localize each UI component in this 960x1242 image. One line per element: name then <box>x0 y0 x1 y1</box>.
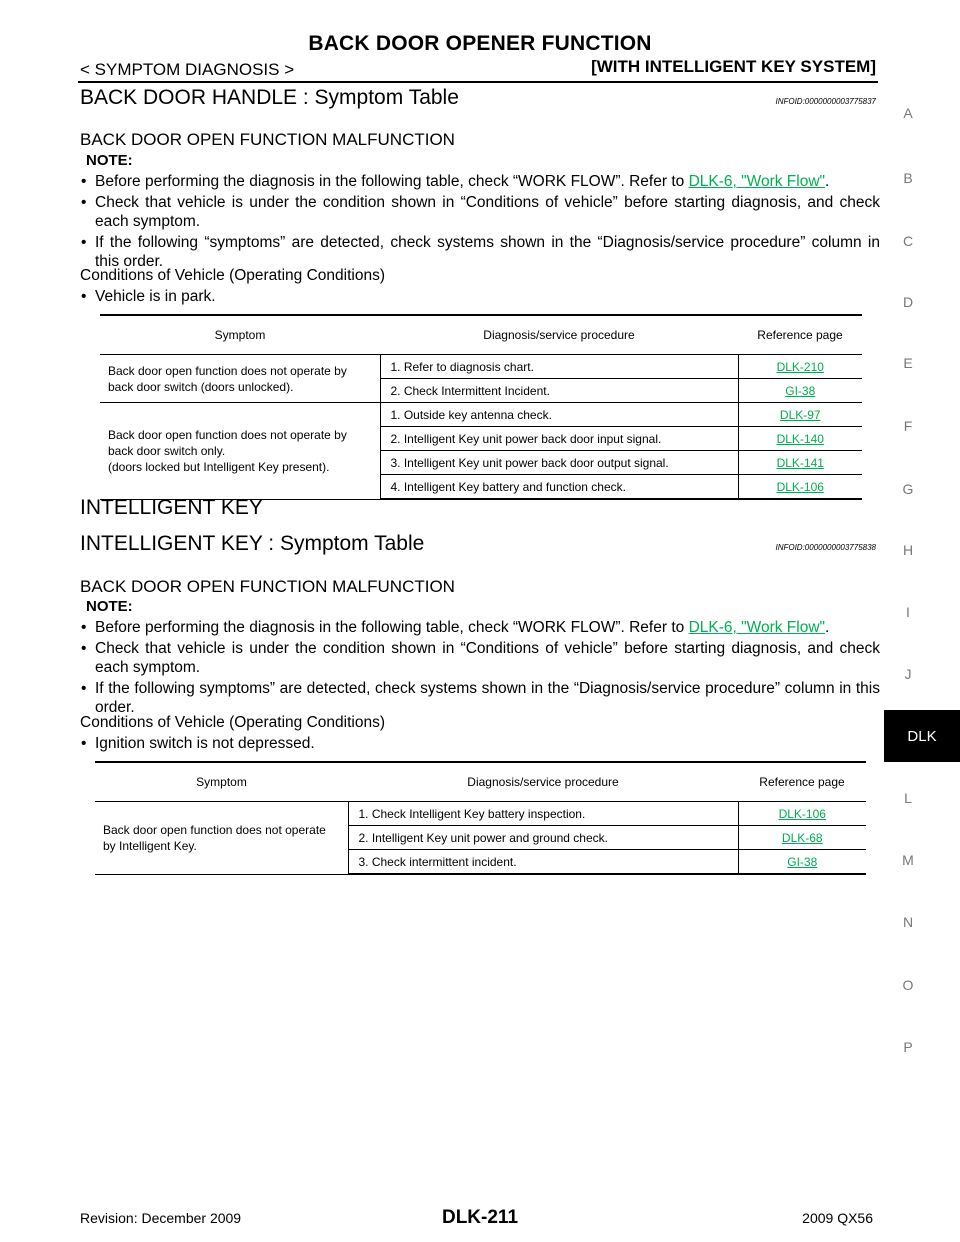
side-index-n[interactable]: N <box>902 914 914 930</box>
section2-title: INTELLIGENT KEY : Symptom Table <box>80 532 425 555</box>
footer-revision: Revision: December 2009 <box>80 1210 242 1226</box>
procedure-cell: 1. Refer to diagnosis chart. <box>380 354 739 379</box>
table-row: 2. Intelligent Key unit power and ground… <box>95 825 866 850</box>
procedure-cell: 2. Check Intermittent Incident. <box>380 378 739 403</box>
table-row: Back door open function does not operate… <box>95 801 866 875</box>
table-row: 2. Intelligent Key unit power back door … <box>100 426 862 451</box>
section2-notes: Before performing the diagnosis in the f… <box>80 618 880 719</box>
page-title: BACK DOOR OPENER FUNCTION <box>308 32 652 55</box>
side-index-l[interactable]: L <box>904 790 912 806</box>
side-index-f[interactable]: F <box>903 418 913 434</box>
section1-title: BACK DOOR HANDLE : Symptom Table <box>80 86 459 109</box>
side-index-o[interactable]: O <box>902 977 914 993</box>
section2-note-1: Before performing the diagnosis in the f… <box>80 618 880 637</box>
reference-link[interactable]: DLK-97 <box>779 407 821 422</box>
table-header-reference: Reference page <box>738 314 862 355</box>
procedure-cell: 1. Check Intelligent Key battery inspect… <box>348 801 739 826</box>
reference-link[interactable]: DLK-106 <box>778 806 826 821</box>
table-row: 3. Intelligent Key unit power back door … <box>100 450 862 475</box>
reference-link[interactable]: GI-38 <box>785 383 816 398</box>
procedure-cell: 4. Intelligent Key battery and function … <box>380 474 739 500</box>
section2-condition-1: Ignition switch is not depressed. <box>80 734 680 753</box>
side-index-d[interactable]: D <box>902 294 914 310</box>
section1-note-2: Check that vehicle is under the conditio… <box>80 193 880 231</box>
side-index-g[interactable]: G <box>902 481 914 497</box>
section1-conditions: Vehicle is in park. <box>80 287 680 308</box>
work-flow-link[interactable]: DLK-6, "Work Flow" <box>688 173 826 190</box>
reference-link[interactable]: DLK-210 <box>776 359 824 374</box>
section2-heading: INTELLIGENT KEY <box>80 496 263 519</box>
header-rule <box>78 81 878 83</box>
side-index-dlk-tab[interactable]: DLK <box>884 710 960 762</box>
table-header-procedure: Diagnosis/service procedure <box>348 761 738 802</box>
page-number: DLK-211 <box>441 1207 519 1228</box>
section2-subtitle: BACK DOOR OPEN FUNCTION MALFUNCTION <box>80 577 455 596</box>
table-row: 2. Check Intermittent Incident. GI-38 <box>100 378 862 403</box>
section1-note-1: Before performing the diagnosis in the f… <box>80 172 880 191</box>
section1-note-3: If the following “symptoms” are detected… <box>80 233 880 271</box>
side-index-p[interactable]: P <box>903 1039 913 1055</box>
section1-condition-1: Vehicle is in park. <box>80 287 680 306</box>
side-index-e[interactable]: E <box>903 355 913 371</box>
section1-notes: Before performing the diagnosis in the f… <box>80 172 880 273</box>
reference-link[interactable]: DLK-140 <box>776 431 824 446</box>
procedure-cell: 3. Check intermittent incident. <box>348 849 739 875</box>
section2-infoid: INFOID:0000000003775838 <box>775 543 876 552</box>
reference-link[interactable]: DLK-141 <box>776 455 824 470</box>
section2-note-label: NOTE: <box>86 598 133 615</box>
side-index-m[interactable]: M <box>902 852 914 868</box>
side-index-h[interactable]: H <box>902 542 914 558</box>
table-row: Back door open function does not operate… <box>100 402 862 500</box>
reference-link[interactable]: DLK-68 <box>781 830 823 845</box>
section2-conditions-title: Conditions of Vehicle (Operating Conditi… <box>80 714 386 731</box>
side-index-j[interactable]: J <box>904 666 912 682</box>
section1-note-label: NOTE: <box>86 152 133 169</box>
side-index-i[interactable]: I <box>906 604 910 620</box>
work-flow-link[interactable]: DLK-6, "Work Flow" <box>688 619 826 636</box>
procedure-cell: 1. Outside key antenna check. <box>380 402 739 427</box>
table-header-symptom: Symptom <box>100 314 380 355</box>
table-row: 3. Check intermittent incident. GI-38 <box>95 849 866 875</box>
symptom-table-1: Symptom Diagnosis/service procedure Refe… <box>100 314 862 500</box>
section2-conditions: Ignition switch is not depressed. <box>80 734 680 755</box>
side-index-b[interactable]: B <box>903 170 913 186</box>
table-row: 4. Intelligent Key battery and function … <box>100 474 862 500</box>
section2-note-3: If the following symptoms” are detected,… <box>80 679 880 717</box>
symptom-table-2: Symptom Diagnosis/service procedure Refe… <box>95 761 866 875</box>
symptom-cell: Back door open function does not operate… <box>100 354 381 403</box>
procedure-cell: 2. Intelligent Key unit power and ground… <box>348 825 739 850</box>
header-system-label: [WITH INTELLIGENT KEY SYSTEM] <box>591 57 876 76</box>
procedure-cell: 3. Intelligent Key unit power back door … <box>380 450 739 475</box>
section1-subtitle: BACK DOOR OPEN FUNCTION MALFUNCTION <box>80 130 455 149</box>
table-row: Back door open function does not operate… <box>100 354 862 403</box>
table-header-reference: Reference page <box>738 761 866 802</box>
table-header-symptom: Symptom <box>95 761 348 802</box>
header-section-label: < SYMPTOM DIAGNOSIS > <box>80 60 295 79</box>
reference-link[interactable]: DLK-106 <box>776 479 824 494</box>
section2-note-2: Check that vehicle is under the conditio… <box>80 639 880 677</box>
symptom-cell: Back door open function does not operate… <box>95 801 349 875</box>
reference-link[interactable]: GI-38 <box>787 854 818 869</box>
procedure-cell: 2. Intelligent Key unit power back door … <box>380 426 739 451</box>
footer-model: 2009 QX56 <box>802 1210 873 1226</box>
section1-infoid: INFOID:0000000003775837 <box>775 97 876 106</box>
section1-conditions-title: Conditions of Vehicle (Operating Conditi… <box>80 267 386 284</box>
side-index-a[interactable]: A <box>903 105 913 121</box>
symptom-cell: Back door open function does not operate… <box>100 402 381 500</box>
side-index-c[interactable]: C <box>902 233 914 249</box>
table-header-procedure: Diagnosis/service procedure <box>380 314 738 355</box>
